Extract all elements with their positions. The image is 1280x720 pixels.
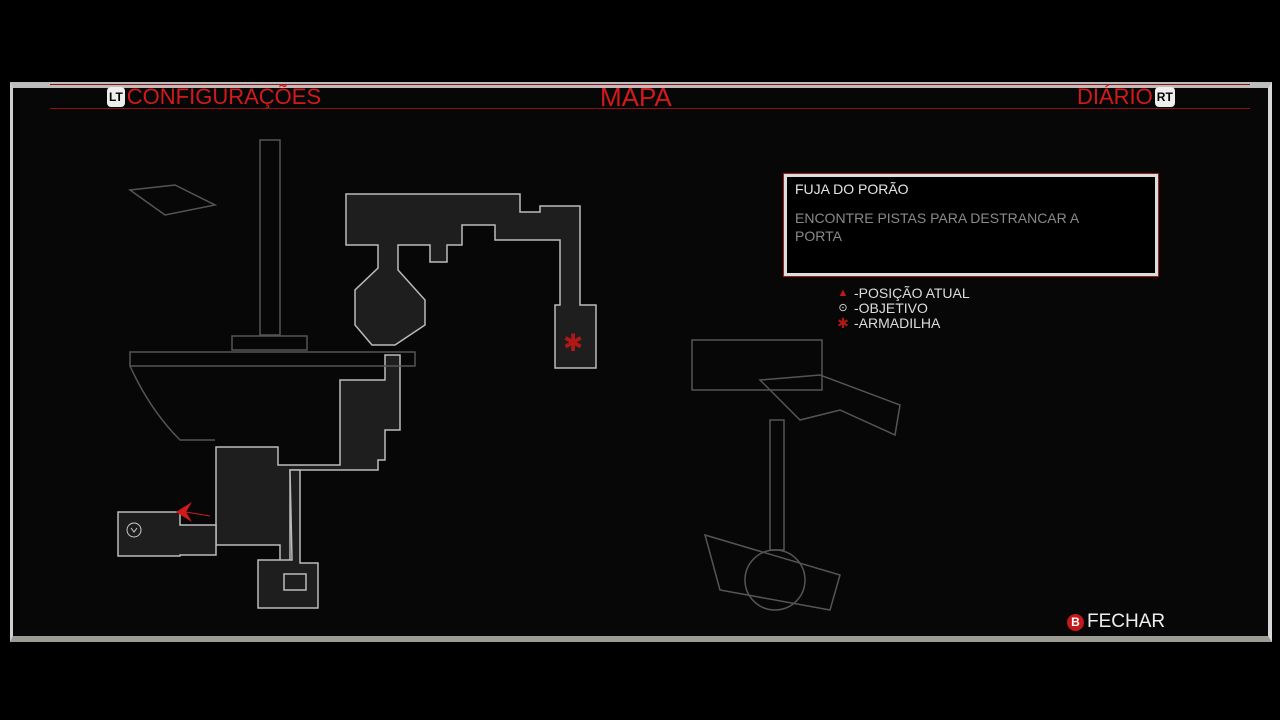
legend-item: ✱ -ARMADILHA [836, 316, 970, 331]
map-room [345, 193, 597, 369]
legend-item: ⊙ -OBJETIVO [836, 301, 970, 316]
objective-icon [126, 522, 142, 538]
current-position-icon [176, 502, 211, 522]
close-label: FECHAR [1087, 611, 1166, 632]
map-legend: ▲ -POSIÇÃO ATUAL ⊙ -OBJETIVO ✱ -ARMADILHA [836, 286, 970, 331]
legend-label: -POSIÇÃO ATUAL [854, 285, 970, 301]
tab-settings[interactable]: LT CONFIGURAÇÕES [107, 84, 321, 110]
objective-title: FUJA DO PORÃO [795, 181, 909, 197]
top-bar: LT CONFIGURAÇÕES DIÁRIO RT [50, 80, 1250, 114]
divider [50, 84, 1250, 85]
tab-journal-label: DIÁRIO [1077, 84, 1153, 109]
map-room [283, 573, 307, 591]
objective-panel: FUJA DO PORÃO ENCONTRE PISTAS PARA DESTR… [783, 173, 1159, 277]
arrow-up-icon: ▲ [837, 287, 849, 299]
close-button[interactable]: B FECHAR [1067, 611, 1165, 633]
divider [50, 108, 1250, 109]
b-button-icon: B [1067, 613, 1084, 631]
tab-settings-label: CONFIGURAÇÕES [126, 84, 322, 109]
objective-circle-icon: ⊙ [838, 302, 848, 314]
svg-text:✱: ✱ [563, 329, 583, 357]
map-room [215, 354, 401, 591]
objective-description: ENCONTRE PISTAS PARA DESTRANCAR A PORTA [795, 210, 1079, 244]
trap-icon: ✱ [563, 329, 583, 357]
map-unexplored [127, 139, 901, 611]
rt-button-icon: RT [1154, 87, 1175, 107]
legend-item: ▲ -POSIÇÃO ATUAL [836, 286, 970, 301]
trap-icon: ✱ [837, 315, 849, 331]
legend-label: -OBJETIVO [854, 300, 928, 316]
lt-button-icon: LT [107, 87, 125, 107]
tab-journal[interactable]: DIÁRIO RT [1077, 84, 1175, 110]
map-room [117, 511, 217, 557]
map-rooms [117, 193, 597, 609]
legend-label: -ARMADILHA [854, 315, 941, 331]
page-title: MAPA [600, 82, 672, 112]
